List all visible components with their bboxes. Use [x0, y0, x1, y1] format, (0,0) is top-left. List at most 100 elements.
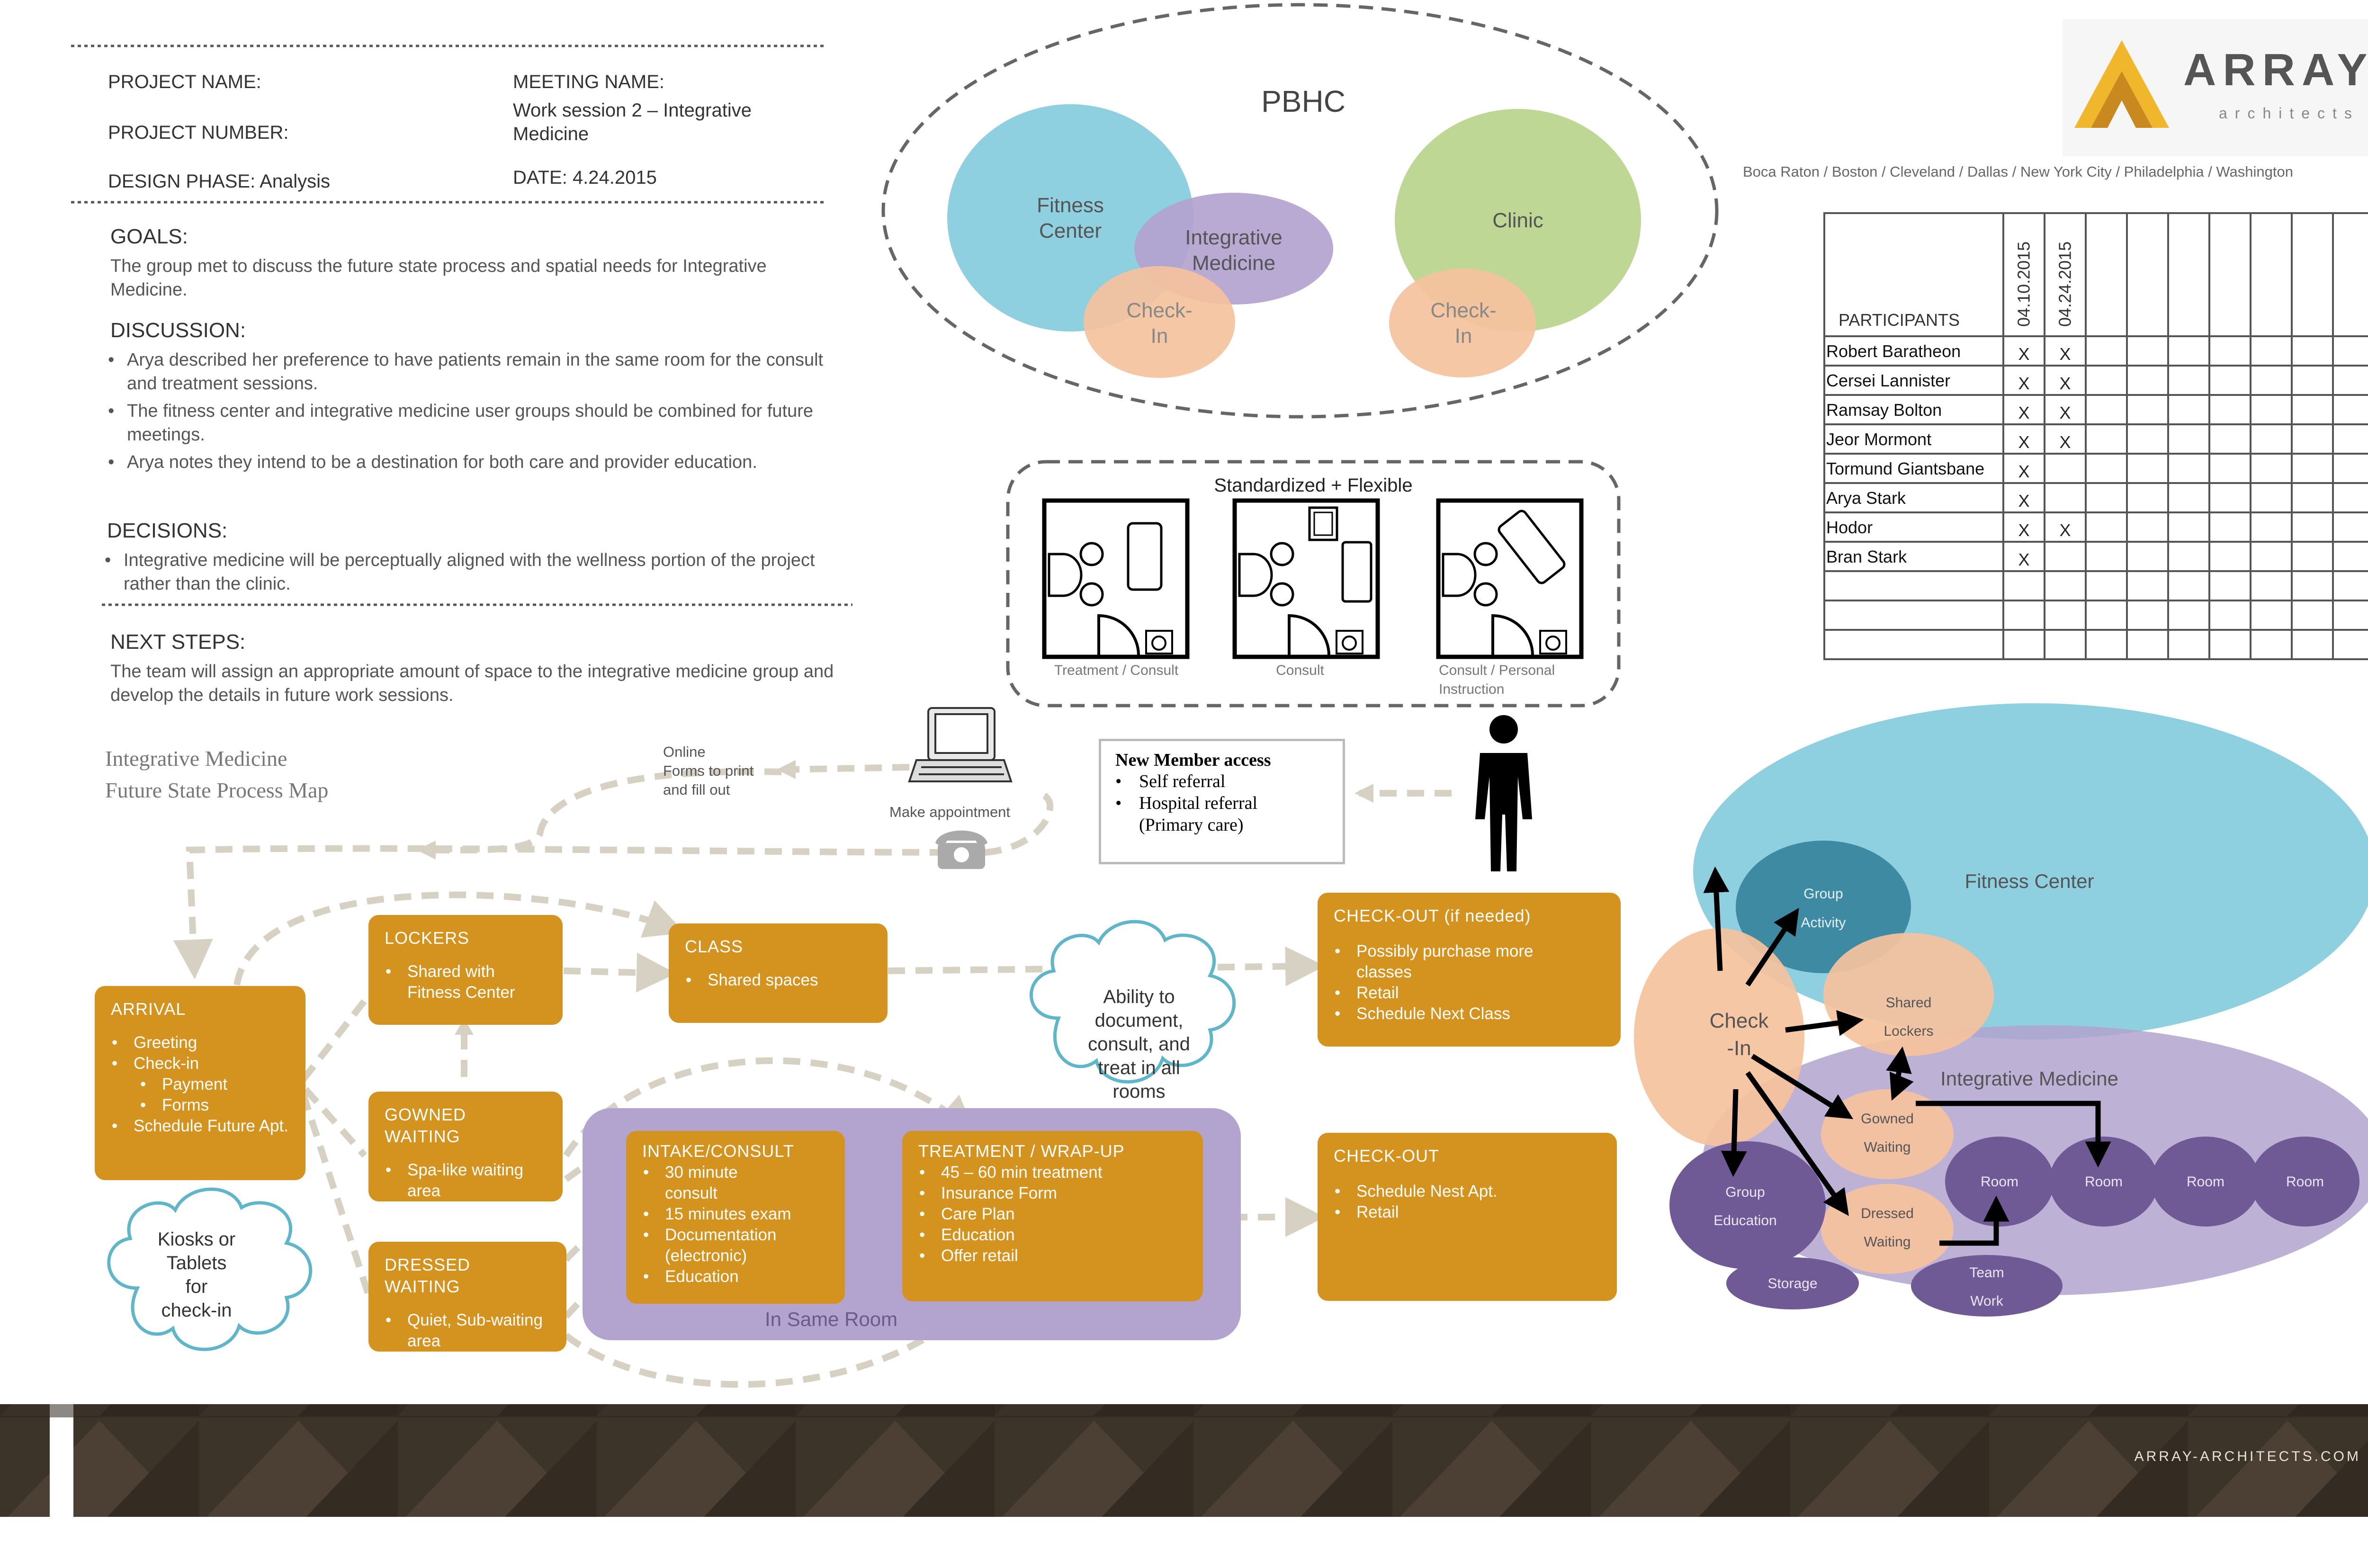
- intake-item: 15 minutes exam: [642, 1204, 829, 1225]
- access-item: •Self referral: [1115, 771, 1226, 791]
- bubble-fitness-center-label: Fitness Center: [1964, 870, 2094, 892]
- decision-item: Integrative medicine will be perceptuall…: [105, 548, 862, 596]
- arrival-card: ARRIVAL Greeting Check-in Payment Forms …: [95, 986, 305, 1180]
- room-types-boundary: [1006, 460, 1621, 708]
- online-line-1: Online: [663, 744, 706, 760]
- bubble-shared-lockers-label-2: Lockers: [1884, 1023, 1933, 1039]
- participants-date-header: 04.24.2015: [2055, 242, 2075, 327]
- bubble-room-3: [2151, 1137, 2260, 1227]
- process-map-title-1: Integrative Medicine: [105, 746, 287, 771]
- footer-website: ARRAY-ARCHITECTS.COM: [2135, 1449, 2361, 1464]
- room-types-title: Standardized + Flexible: [1214, 475, 1412, 496]
- checkout1-item: Schedule Next Class: [1334, 1004, 1605, 1024]
- arrival-title: ARRIVAL: [111, 999, 186, 1019]
- treatment-title: TREATMENT / WRAP-UP: [918, 1141, 1125, 1161]
- bubble-gowned-label-1: Gowned: [1861, 1111, 1914, 1127]
- class-title: CLASS: [685, 937, 744, 956]
- cloud1-line: consult, and: [1088, 1034, 1190, 1055]
- bubble-shared-lockers-label-1: Shared: [1886, 995, 1932, 1011]
- pbhc-integrative-label-1: Integrative: [1185, 226, 1282, 249]
- array-logo: ARRAY architects: [2063, 19, 2368, 156]
- checkout2-item: Retail: [1334, 1202, 1601, 1223]
- checkout-if-needed-card: CHECK-OUT (if needed) Possibly purchase …: [1318, 893, 1621, 1047]
- arrival-item: Greeting: [111, 1032, 289, 1053]
- make-appointment-text: Make appointment: [889, 804, 1011, 820]
- process-map-title-2: Future State Process Map: [105, 778, 329, 802]
- project-name-label: PROJECT NAME:: [108, 72, 261, 92]
- intake-item: 30 minute consult: [642, 1162, 783, 1204]
- meeting-name-label: MEETING NAME:: [513, 72, 665, 92]
- cloud1-line: rooms: [1112, 1081, 1166, 1102]
- bubble-team-work-label-1: Team: [1969, 1265, 2004, 1281]
- room-plan-1-label: Treatment / Consult: [1054, 663, 1179, 678]
- access-item: •Hospital referral: [1115, 793, 1258, 813]
- gowned-title: GOWNED WAITING: [385, 1105, 466, 1146]
- room-plan-3-label-2: Instruction: [1439, 681, 1504, 697]
- bubble-group-education-label-2: Education: [1713, 1213, 1776, 1228]
- person-icon: [1475, 715, 1532, 871]
- computer-icon: [908, 707, 1013, 782]
- room-plan-2-label: Consult: [1276, 663, 1324, 678]
- discussion-item: Arya described her preference to have pa…: [108, 348, 856, 395]
- pbhc-checkin-left-label-1: Check-: [1126, 299, 1192, 322]
- bubble-dressed-label-2: Waiting: [1864, 1234, 1911, 1250]
- treatment-item: Education: [918, 1225, 1187, 1245]
- room-plan-consult-personal: [1436, 498, 1584, 659]
- attendance-mark: X: [2018, 432, 2029, 452]
- arrival-subitem: Forms: [111, 1095, 289, 1116]
- attendance-mark: X: [2018, 344, 2029, 364]
- discussion-title: DISCUSSION:: [110, 319, 246, 342]
- attendance-mark: X: [2059, 344, 2071, 364]
- dressed-title: DRESSED WAITING: [385, 1255, 471, 1296]
- gowned-item: Spa-like waiting area: [385, 1160, 545, 1201]
- attendance-mark: X: [2059, 520, 2071, 540]
- room-types-panel: Standardized + Flexible Treatment / Cons…: [1006, 460, 1621, 708]
- bubble-room-4: [2251, 1137, 2359, 1227]
- bubble-diagram: Fitness Center Integrative Medicine Grou…: [1634, 703, 2368, 1317]
- bubble-group-education: [1669, 1141, 1826, 1269]
- arrival-item: Check-in: [111, 1053, 289, 1074]
- cloud-kiosks: [107, 1187, 313, 1351]
- bubble-room-1: [1945, 1137, 2054, 1227]
- checkout-card: CHECK-OUT Schedule Nest Apt. Retail: [1318, 1133, 1617, 1301]
- next-steps-text: The team will assign an appropriate amou…: [110, 662, 834, 705]
- new-member-access-box: New Member access •Self referral •Hospit…: [1099, 739, 1345, 864]
- attendance-mark: X: [2018, 520, 2029, 540]
- project-number-label: PROJECT NUMBER:: [108, 122, 289, 143]
- pbhc-title: PBHC: [1261, 84, 1345, 118]
- bubble-room-4-label: Room: [2286, 1174, 2324, 1190]
- bubble-room-2-label: Room: [2085, 1174, 2123, 1190]
- lockers-card: LOCKERS Shared with Fitness Center: [368, 915, 563, 1025]
- class-item: Shared spaces: [685, 970, 871, 991]
- treatment-item: 45 – 60 min treatment: [918, 1162, 1187, 1183]
- phone-icon: [935, 830, 987, 869]
- gowned-waiting-card: GOWNED WAITING Spa-like waiting area: [368, 1092, 563, 1201]
- pbhc-checkin-right-label-2: In: [1455, 324, 1472, 348]
- participant-name: Cersei Lannister: [1826, 371, 1950, 390]
- checkout1-title: CHECK-OUT (if needed): [1334, 906, 1531, 925]
- bubble-dressed-waiting: [1821, 1184, 1954, 1274]
- meeting-name-line-1: Work session 2 – Integrative: [513, 100, 752, 121]
- bubble-gowned-waiting: [1821, 1089, 1954, 1179]
- goals-title: GOALS:: [110, 225, 188, 248]
- cloud-document-text: Ability to document, consult, and treat …: [1056, 985, 1222, 1103]
- attendance-mark: X: [2018, 491, 2029, 511]
- participant-name: Tormund Giantsbane: [1826, 459, 1984, 478]
- pbhc-integrative-label-2: Medicine: [1192, 251, 1275, 275]
- online-line-3: and fill out: [663, 781, 730, 798]
- meeting-name-line-2: Medicine: [513, 124, 589, 144]
- attendance-mark: X: [2018, 550, 2029, 569]
- bubble-dressed-label-1: Dressed: [1861, 1206, 1914, 1221]
- participant-name: Ramsay Bolton: [1826, 400, 1942, 420]
- access-title: New Member access: [1115, 750, 1271, 770]
- goals-text: The group met to discuss the future stat…: [110, 256, 767, 300]
- bubble-group-education-label-1: Group: [1725, 1184, 1765, 1200]
- pbhc-checkin-right: [1389, 269, 1536, 377]
- pbhc-fitness-label-2: Center: [1039, 219, 1102, 242]
- discussion-item: Arya notes they intend to be a destinati…: [108, 450, 856, 474]
- logo-word: ARRAY: [2183, 45, 2368, 95]
- online-forms-text: Online Forms to print and fill out: [663, 743, 753, 799]
- intake-item: Documentation (electronic): [642, 1225, 807, 1266]
